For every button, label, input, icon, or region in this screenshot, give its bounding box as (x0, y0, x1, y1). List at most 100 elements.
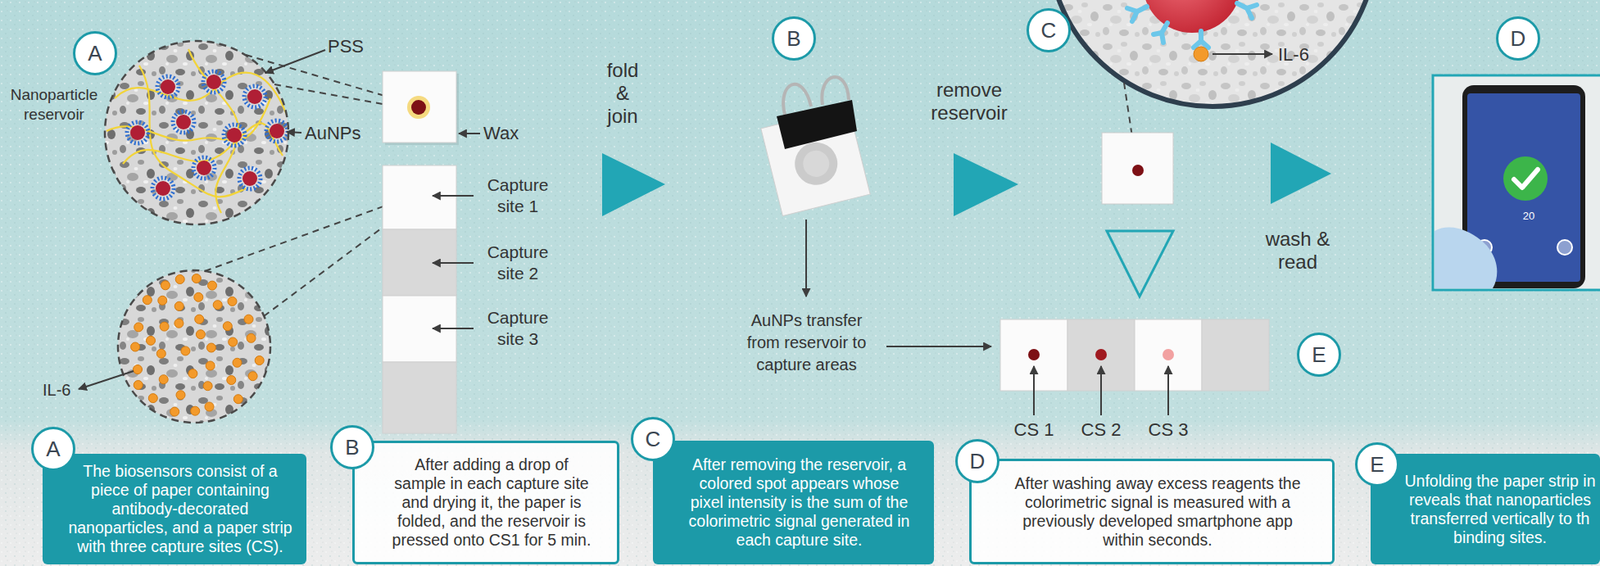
badge-letter: B (344, 436, 359, 458)
step-arrow (1270, 142, 1332, 204)
label-text: wash & read (1261, 227, 1334, 274)
il6-molecule (195, 330, 205, 340)
magnifier-outline (104, 40, 289, 225)
leader-arrow (432, 194, 474, 197)
text-holder: C (645, 428, 662, 450)
label-text: PSS (327, 36, 364, 58)
label: Capture site 3 (476, 307, 559, 350)
label: Capture site 2 (476, 241, 559, 285)
badge-letter: C (645, 428, 662, 450)
il6-molecule (227, 296, 237, 306)
reservoir-paper (382, 71, 457, 143)
label: PSS (327, 36, 364, 58)
il6-molecule (148, 394, 158, 404)
label-text: AuNPs transfer from reservoir to capture… (738, 309, 875, 377)
gold-nanoparticle (226, 127, 242, 143)
badge-letter: C (1041, 19, 1057, 41)
il6-molecule (194, 292, 204, 302)
label: CS 3 (1139, 419, 1197, 441)
flow-arrow (886, 345, 992, 348)
step-badge: D (1495, 16, 1541, 61)
flow-arrow (805, 219, 807, 297)
il6-molecule (142, 295, 152, 305)
label: Capture site 1 (476, 174, 559, 218)
magnifier-outline (1048, 0, 1377, 107)
il6-molecule (246, 333, 256, 343)
il6-molecule (146, 335, 156, 345)
capture-spot (1028, 349, 1040, 361)
capture-spot (1162, 349, 1174, 361)
il6-molecule (159, 321, 169, 331)
il6-molecule (204, 402, 214, 412)
leader-arrow (1033, 366, 1035, 416)
label-text: Capture site 2 (476, 241, 559, 285)
il6-molecule (194, 314, 204, 324)
label-text: CS 1 (1005, 419, 1063, 441)
antibody (1153, 22, 1168, 43)
antibody (1193, 31, 1209, 48)
leader-arrow (1100, 366, 1102, 416)
il6-molecule (181, 346, 191, 356)
reservoir-contents (106, 49, 288, 214)
result-circle (1503, 156, 1548, 201)
gold-nanoparticle (247, 89, 263, 105)
magnifier-outline (117, 270, 271, 423)
leader-arrow (286, 131, 302, 133)
text-holder: D (1510, 27, 1527, 50)
il6-molecule (134, 322, 144, 332)
label: AuNPs (304, 122, 361, 145)
strip-segment (382, 362, 457, 434)
il6-molecule (190, 406, 200, 416)
antibody-shell (193, 157, 215, 179)
antibody-shell (157, 76, 179, 98)
label-text: Nanoparticle reservoir (3, 85, 105, 125)
reservoir-spot (411, 99, 427, 115)
reading-paper (1101, 132, 1174, 204)
il6-molecule (226, 376, 236, 386)
il6-molecule (174, 301, 184, 311)
label-text: 20 (1512, 209, 1546, 223)
label-text: IL-6 (42, 380, 71, 400)
gold-nanoparticle (206, 74, 222, 90)
label: IL-6 (1278, 44, 1310, 66)
spot (800, 147, 833, 180)
capture-magnified (117, 270, 271, 423)
gold-nanoparticle (242, 171, 258, 186)
caption-box: After removing the reservoir, a colored … (652, 440, 934, 565)
label: wash & read (1261, 227, 1334, 274)
caption-box: Unfolding the paper strip in reveals tha… (1370, 453, 1600, 565)
il6-molecule (176, 390, 186, 400)
antibody (1237, 3, 1257, 19)
label: Wax (483, 122, 519, 145)
step-badge: D (955, 439, 1000, 484)
caption-text: After washing away excess reagents the c… (1008, 474, 1308, 550)
text-holder: After adding a drop of sample in each ca… (389, 455, 594, 550)
antibody-shell (152, 177, 174, 200)
label-text: IL-6 (1278, 44, 1310, 66)
leader-arrow (78, 371, 134, 390)
il6-molecule (254, 356, 264, 366)
pss-fiber (114, 72, 287, 115)
il6-molecule (244, 314, 254, 324)
gold-nanoparticle (155, 181, 171, 196)
leader-arrow (432, 327, 474, 330)
text-holder: E (1369, 453, 1384, 476)
phone-panel (1432, 75, 1600, 291)
leader-arrow (458, 132, 481, 135)
il6-molecule (170, 407, 180, 417)
il6-molecule (1193, 46, 1209, 62)
step-badge: E (1296, 332, 1342, 377)
step-badge: B (771, 16, 816, 61)
label-text: remove reservoir (915, 78, 1023, 125)
il6-molecule (131, 342, 141, 352)
label-text: CS 2 (1072, 419, 1130, 441)
caption-text: After adding a drop of sample in each ca… (389, 455, 594, 550)
label-text: fold & join (598, 58, 647, 128)
il6-molecule (133, 365, 143, 375)
caption-text: The biosensors consist of a piece of pap… (65, 462, 295, 557)
step-badge: A (72, 31, 118, 76)
text-holder: Unfolding the paper strip in reveals tha… (1403, 471, 1597, 548)
badge-letter: E (1369, 453, 1384, 476)
step-badge: C (630, 416, 676, 462)
step-arrow (953, 153, 1019, 217)
